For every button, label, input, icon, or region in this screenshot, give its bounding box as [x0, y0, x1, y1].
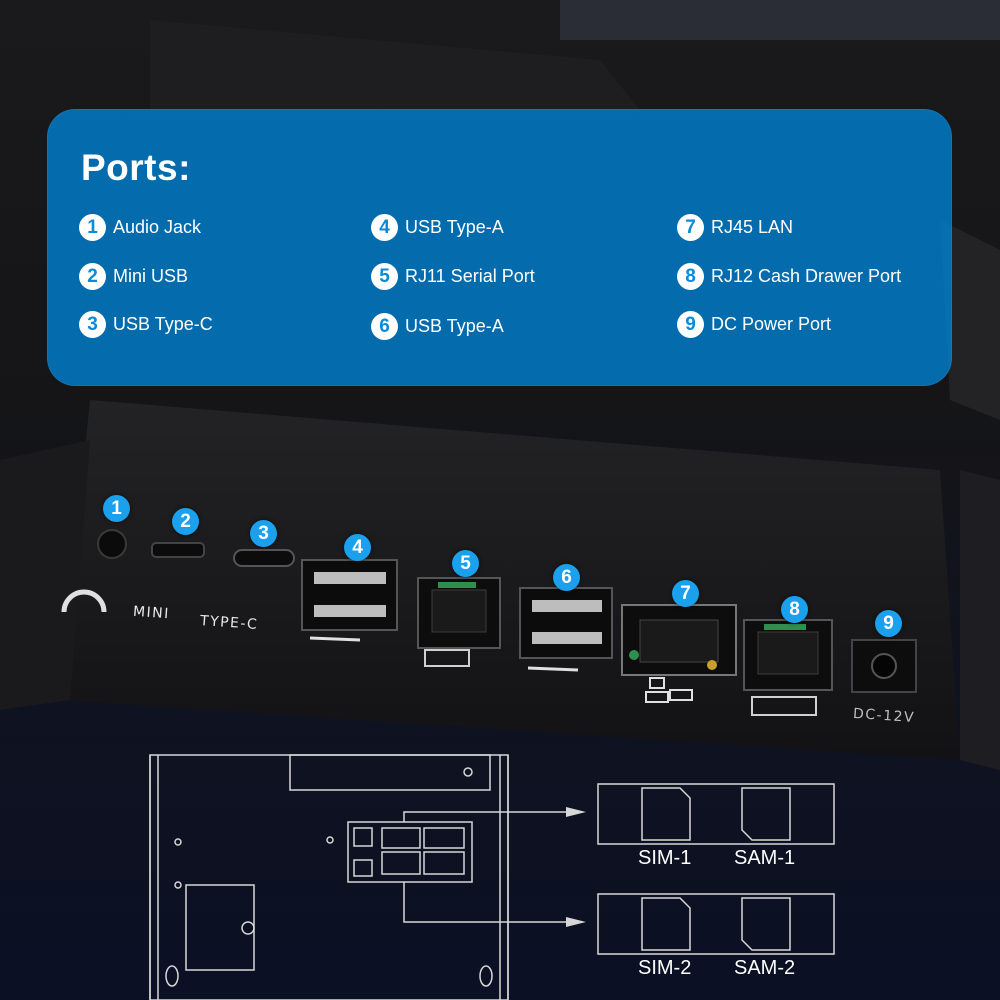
number-badge: 9	[677, 311, 704, 338]
printed-label-type-c: TYPE-C	[199, 612, 259, 634]
port-item-mini-usb: 2 Mini USB	[79, 263, 188, 290]
number-badge: 5	[371, 263, 398, 290]
port-label: DC Power Port	[711, 314, 832, 334]
ports-info-panel: Ports: 1 Audio Jack 2 Mini USB 3 USB Typ…	[47, 109, 952, 386]
number-badge: 2	[79, 263, 106, 290]
callout-6: 6	[553, 564, 580, 591]
number-badge: 1	[79, 214, 106, 241]
callout-2: 2	[172, 508, 199, 535]
port-item-dc-power: 9 DC Power Port	[677, 311, 831, 338]
port-item-audio-jack: 1 Audio Jack	[79, 214, 201, 241]
slot-label-sim-2: SIM-2	[638, 957, 692, 979]
port-item-rj12-cash-drawer: 8 RJ12 Cash Drawer Port	[677, 263, 901, 290]
port-item-usb-type-c: 3 USB Type-C	[79, 311, 213, 338]
port-label: USB Type-C	[113, 314, 213, 334]
port-label: USB Type-A	[405, 316, 504, 336]
port-label: Mini USB	[113, 266, 189, 286]
number-badge: 7	[677, 214, 704, 241]
slot-label-sim-1: SIM-1	[638, 847, 692, 869]
callout-4: 4	[344, 534, 371, 561]
printed-label-dc-12v: DC-12V	[852, 705, 916, 727]
port-label: USB Type-A	[405, 217, 504, 237]
port-label: RJ11 Serial Port	[405, 266, 535, 286]
port-label: RJ45 LAN	[711, 217, 794, 237]
number-badge: 8	[677, 263, 704, 290]
callout-1: 1	[103, 495, 130, 522]
number-badge: 6	[371, 313, 398, 340]
callout-3: 3	[250, 520, 277, 547]
number-badge: 4	[371, 214, 398, 241]
port-label: Audio Jack	[113, 217, 202, 237]
port-label: RJ12 Cash Drawer Port	[711, 266, 902, 286]
slot-label-sam-2: SAM-2	[734, 957, 796, 979]
port-item-usb-type-a-2: 6 USB Type-A	[371, 313, 504, 340]
callout-8: 8	[781, 596, 808, 623]
ports-title: Ports:	[81, 147, 191, 188]
port-item-usb-type-a-1: 4 USB Type-A	[371, 214, 504, 241]
callout-5: 5	[452, 550, 479, 577]
callout-7: 7	[672, 580, 699, 607]
port-item-rj45-lan: 7 RJ45 LAN	[677, 214, 793, 241]
number-badge: 3	[79, 311, 106, 338]
slot-label-sam-1: SAM-1	[734, 847, 796, 869]
port-item-rj11-serial: 5 RJ11 Serial Port	[371, 263, 535, 290]
callout-9: 9	[875, 610, 902, 637]
printed-label-mini: MINI	[132, 603, 171, 623]
